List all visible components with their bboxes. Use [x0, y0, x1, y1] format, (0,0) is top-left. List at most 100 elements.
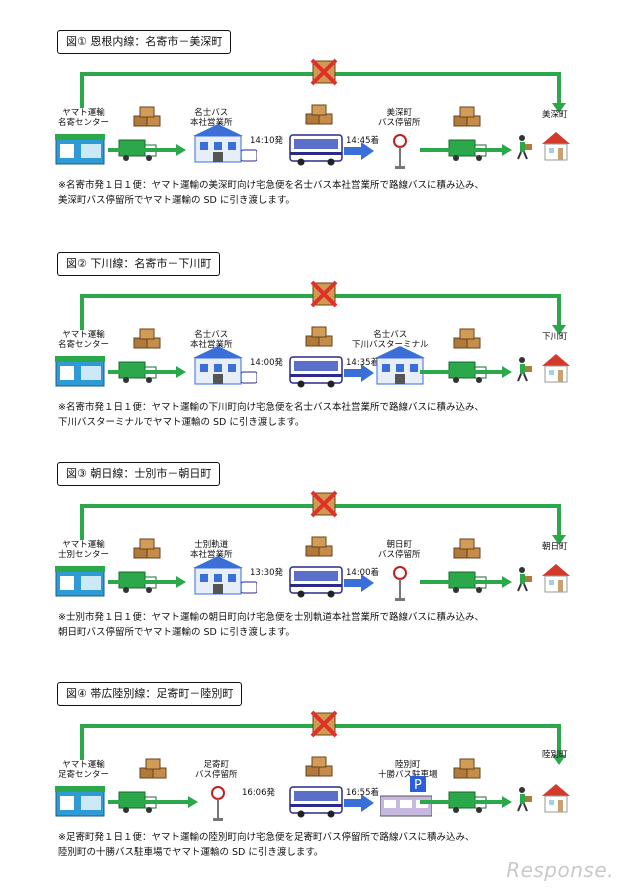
route-bus-icon — [288, 564, 344, 600]
leg-1-head — [188, 796, 198, 808]
leg-3-4 — [420, 800, 502, 804]
bus-stop-icon — [392, 566, 408, 602]
leg-1-2 — [108, 370, 176, 374]
destination-house-icon — [540, 130, 572, 162]
figure-title-4: 図④ 帯広陸別線：足寄町－陸別町 — [57, 682, 242, 706]
leg-3-2 — [420, 370, 502, 374]
destination-house-icon — [540, 352, 572, 384]
parcel-box-icon — [304, 536, 334, 560]
note-line-2: 陸別町の十勝バス駐車場でヤマト運輸の SD に引き渡します。 — [58, 845, 323, 860]
note-line-2: 下川バスターミナルでヤマト運輸の SD に引き渡します。 — [58, 415, 304, 430]
destination-label: 美深町 — [542, 110, 568, 120]
bus-depot-icon — [380, 792, 432, 818]
origin-label: ヤマト運輸 士別センター — [58, 540, 109, 560]
bypass-right-1 — [557, 72, 561, 104]
courier-walking-icon — [514, 134, 534, 160]
arrive-time: 16:55着 — [346, 786, 379, 798]
bypass-right-2 — [557, 294, 561, 326]
route-bus-icon — [288, 354, 344, 390]
bus-office-building-icon — [190, 122, 246, 164]
small-bus-icon — [241, 370, 257, 384]
bus-office-building-icon — [190, 344, 246, 386]
courier-walking-icon — [514, 786, 534, 812]
parcel-box-icon — [304, 326, 334, 350]
note-line-1: ※名寄市発１日１便：ヤマト運輸の下川町向け宅急便を名士バス本社営業所で路線バスに… — [58, 400, 484, 415]
parcel-box-icon — [132, 106, 162, 130]
destination-house-icon — [540, 562, 572, 594]
origin-label: ヤマト運輸 名寄センター — [58, 330, 109, 350]
leg-3-head — [502, 796, 512, 808]
arrive-time: 14:00着 — [346, 566, 379, 578]
bypass-left-4 — [80, 724, 84, 760]
bypass-left-2 — [80, 294, 84, 330]
bus-stop-icon — [210, 786, 226, 822]
leg-1-head — [176, 144, 186, 156]
route-bus-icon — [288, 132, 344, 168]
figure-title-2: 図② 下川線：名寄市－下川町 — [57, 252, 220, 276]
destination-label: 朝日町 — [542, 542, 568, 552]
parking-icon: P — [410, 776, 426, 792]
depart-time: 13:30発 — [250, 566, 283, 578]
leg-1-4 — [108, 800, 188, 804]
figure-title-1: 図① 恩根内線：名寄市－美深町 — [57, 30, 231, 54]
bypass-cancel-icon — [310, 490, 338, 518]
handover-point-label: 美深町 バス停留所 — [378, 108, 421, 128]
note-line-2: 朝日町バス停留所でヤマト運輸の SD に引き渡します。 — [58, 625, 295, 640]
leg-3-head — [502, 576, 512, 588]
bypass-cancel-icon — [310, 280, 338, 308]
parcel-box-icon — [304, 756, 334, 780]
bypass-cancel-icon — [310, 710, 338, 738]
leg-1-3 — [108, 580, 176, 584]
leg-1-head — [176, 576, 186, 588]
courier-walking-icon — [514, 566, 534, 592]
parcel-box-icon — [452, 328, 482, 352]
yamato-depot-icon — [55, 782, 105, 818]
figure-title-3: 図③ 朝日線：士別市－朝日町 — [57, 462, 220, 486]
parcel-box-icon — [452, 106, 482, 130]
bypass-right-3 — [557, 504, 561, 536]
leg-3-head — [502, 144, 512, 156]
bypass-left-3 — [80, 504, 84, 540]
bypass-left-1 — [80, 72, 84, 108]
bypass-cancel-icon — [310, 58, 338, 86]
note-line-1: ※足寄町発１日１便：ヤマト運輸の陸別町向け宅急便を足寄町バス停留所で路線バスに積… — [58, 830, 474, 845]
response-watermark: Response. — [506, 858, 614, 882]
svg-text:P: P — [414, 778, 422, 792]
destination-label: 陸別町 — [542, 750, 568, 760]
parcel-box-icon — [452, 538, 482, 562]
yamato-depot-icon — [55, 352, 105, 388]
parcel-box-icon — [138, 758, 168, 782]
depart-time: 14:00発 — [250, 356, 283, 368]
origin-bus-stop-label: 足寄町 バス停留所 — [195, 760, 238, 780]
origin-label: ヤマト運輸 足寄センター — [58, 760, 109, 780]
bus-stop-icon — [392, 134, 408, 170]
handover-point-label: 朝日町 バス停留所 — [378, 540, 421, 560]
note-line-1: ※士別市発１日１便：ヤマト運輸の朝日町向け宅急便を士別軌道本社営業所で路線バスに… — [58, 610, 484, 625]
note-line-1: ※名寄市発１日１便：ヤマト運輸の美深町向け宅急便を名士バス本社営業所で路線バスに… — [58, 178, 484, 193]
leg-1-1 — [108, 148, 176, 152]
depart-time: 16:06発 — [242, 786, 275, 798]
handover-point-label: 陸別町 十勝バス駐車場 — [378, 760, 438, 780]
arrive-time: 14:45着 — [346, 134, 379, 146]
parcel-box-icon — [132, 538, 162, 562]
small-bus-icon — [241, 148, 257, 162]
bus-office-building-icon — [190, 554, 246, 596]
destination-label: 下川町 — [542, 332, 568, 342]
destination-house-icon — [540, 782, 572, 814]
courier-walking-icon — [514, 356, 534, 382]
leg-1-head — [176, 366, 186, 378]
leg-3-3 — [420, 580, 502, 584]
parcel-box-icon — [452, 758, 482, 782]
bus-terminal-building-icon — [372, 344, 428, 386]
leg-3-head — [502, 366, 512, 378]
parcel-box-icon — [304, 104, 334, 128]
origin-label: ヤマト運輸 名寄センター — [58, 108, 109, 128]
route-bus-icon — [288, 784, 344, 820]
small-bus-icon — [241, 580, 257, 594]
yamato-depot-icon — [55, 562, 105, 598]
note-line-2: 美深町バス停留所でヤマト運輸の SD に引き渡します。 — [58, 193, 295, 208]
parcel-box-icon — [132, 328, 162, 352]
depart-time: 14:10発 — [250, 134, 283, 146]
leg-3-1 — [420, 148, 502, 152]
yamato-depot-icon — [55, 130, 105, 166]
